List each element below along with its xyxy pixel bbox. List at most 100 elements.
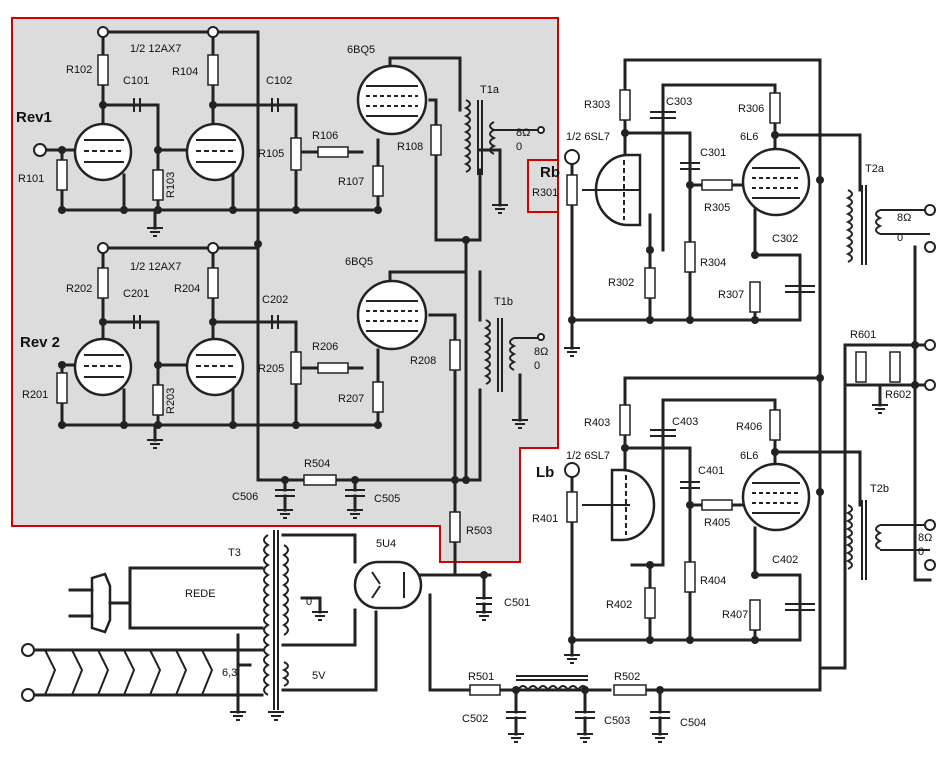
label-rede: REDE: [185, 588, 216, 600]
capacitor-c403: [650, 429, 676, 437]
b-plus-node-1: [97, 26, 109, 38]
tube-6l6-r: [741, 147, 811, 217]
label-tube-pwr2: 6L6: [740, 450, 758, 462]
tube-6l6-l: [741, 462, 811, 532]
label-t2a: T2a: [865, 163, 885, 175]
label-t2b-zero: 0: [918, 546, 924, 558]
resistor-r305: [701, 179, 733, 191]
label-rev2: Rev 2: [20, 334, 60, 351]
label-r101: R101: [18, 173, 44, 185]
label-t1a-ohm: 8Ω: [516, 127, 530, 139]
resistor-r406: [769, 409, 781, 441]
label-tube-v4: 1/2 6SL7: [566, 450, 610, 462]
label-t2b-ohm: 8Ω: [918, 532, 932, 544]
resistor-r402: [644, 587, 656, 619]
label-r102: R102: [66, 64, 92, 76]
label-t2b: T2b: [870, 483, 889, 495]
label-c502: C502: [462, 713, 488, 725]
label-r402: R402: [606, 599, 632, 611]
mains-plug-icon: [68, 566, 132, 634]
resistor-r205: [290, 351, 302, 385]
ground-t1a: [492, 204, 508, 214]
label-5v: 5V: [312, 670, 326, 682]
label-r306: R306: [738, 103, 764, 115]
capacitor-c102: [271, 98, 279, 112]
capacitor-c506: [275, 478, 295, 519]
label-r501: R501: [468, 671, 494, 683]
capacitor-c401: [680, 481, 700, 489]
transformer-t1b: [483, 318, 540, 392]
rb-input-jack: [564, 149, 580, 165]
label-tube-rect: 5U4: [376, 538, 396, 550]
label-t2a-zero: 0: [897, 232, 903, 244]
tube-v2b: [185, 337, 245, 397]
label-tube-out1: 6BQ5: [347, 44, 375, 56]
label-rev1: Rev1: [16, 109, 52, 126]
label-r302: R302: [608, 277, 634, 289]
resistor-r502: [613, 684, 647, 696]
transformer-t1a: [463, 99, 540, 175]
resistor-r401: [566, 491, 578, 523]
resistor-r306: [769, 92, 781, 124]
label-r502: R502: [614, 671, 640, 683]
label-ct-zero: 0: [306, 596, 312, 608]
transformer-t2b: [845, 500, 930, 580]
label-r204: R204: [174, 283, 200, 295]
heater-string: [21, 643, 214, 702]
label-t2a-ohm: 8Ω: [897, 212, 911, 224]
label-r305: R305: [704, 202, 730, 214]
resistor-r106: [317, 146, 349, 158]
label-rb: Rb: [540, 164, 560, 181]
label-r504: R504: [304, 458, 330, 470]
label-r106: R106: [312, 130, 338, 142]
label-r105: R105: [258, 148, 284, 160]
rev1-input-jack: [33, 143, 47, 157]
capacitor-c503: [575, 711, 595, 743]
capacitor-c302: [785, 285, 815, 293]
label-r206: R206: [312, 341, 338, 353]
label-r602: R602: [885, 389, 911, 401]
ground-heater: [230, 611, 328, 721]
label-t1a-zero: 0: [516, 141, 522, 153]
resistor-r201: [56, 372, 68, 404]
label-r303: R303: [584, 99, 610, 111]
label-r401: R401: [532, 513, 558, 525]
tube-v1a: [73, 122, 133, 182]
label-r405: R405: [704, 517, 730, 529]
resistor-r103: [152, 169, 164, 201]
rb-highlight-border: [527, 159, 558, 213]
resistor-r303: [619, 89, 631, 121]
tube-6sl7-r: [582, 153, 642, 227]
label-r307: R307: [718, 289, 744, 301]
capacitor-c504: [650, 711, 670, 743]
capacitor-c505: [345, 478, 365, 519]
lb-input-jack: [564, 462, 580, 478]
label-t1b-zero: 0: [534, 360, 540, 372]
transformer-t2a: [845, 185, 930, 265]
resistor-r504: [303, 474, 337, 486]
resistor-r407: [749, 599, 761, 631]
label-r207: R207: [338, 393, 364, 405]
resistor-r208: [449, 339, 461, 371]
resistor-r405: [701, 499, 733, 511]
resistor-r108: [430, 124, 442, 156]
label-c101: C101: [123, 75, 149, 87]
resistor-r602: [889, 351, 901, 383]
label-c102: C102: [266, 75, 292, 87]
resistor-r207: [372, 381, 384, 413]
resistor-r307: [749, 281, 761, 313]
resistor-r104: [207, 54, 219, 86]
ground-rb: [564, 347, 580, 357]
resistor-r105: [290, 137, 302, 171]
resistor-r202: [97, 267, 109, 299]
label-6v3: 6,3: [222, 667, 237, 679]
label-r202: R202: [66, 283, 92, 295]
label-r108: R108: [397, 141, 423, 153]
label-lb: Lb: [536, 464, 554, 481]
resistor-r301: [566, 174, 578, 206]
label-r404: R404: [700, 575, 726, 587]
capacitor-c101: [133, 98, 141, 112]
resistor-r403: [619, 404, 631, 436]
label-c506: C506: [232, 491, 258, 503]
